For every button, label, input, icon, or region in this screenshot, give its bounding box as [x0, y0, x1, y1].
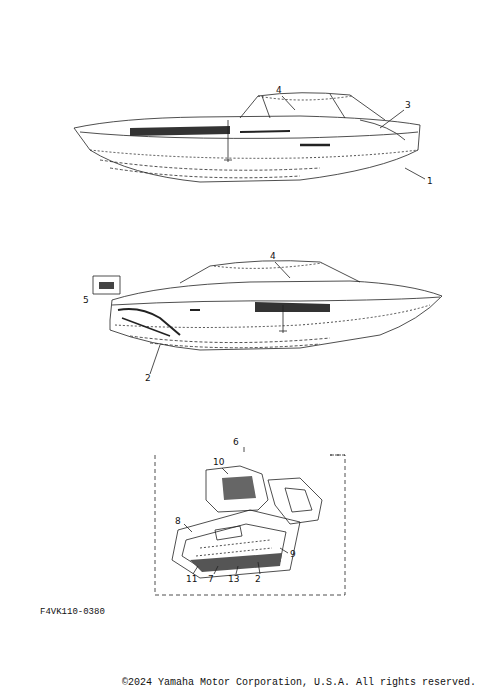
callout-number: 8 [175, 517, 181, 526]
callout-number: 2 [145, 374, 151, 383]
callout-number: 1 [427, 177, 433, 186]
callout-number: 13 [228, 575, 239, 584]
interior-detail [155, 455, 345, 595]
callout-number: 5 [83, 296, 89, 305]
callout-number: 10 [213, 458, 224, 467]
callout-number: 3 [405, 101, 411, 110]
boat-side-view [93, 261, 442, 350]
figure-code: F4VK110-0380 [40, 608, 105, 617]
callout-number: 9 [290, 550, 296, 559]
copyright-notice: ©2024 Yamaha Motor Corporation, U.S.A. A… [122, 678, 476, 688]
leader-lines [150, 96, 425, 574]
callout-number: 2 [255, 575, 261, 584]
callout-number: 7 [208, 575, 214, 584]
boat-top-view [74, 93, 420, 182]
callout-number: 11 [186, 575, 197, 584]
callout-number: 4 [270, 252, 276, 261]
callout-number: 6 [233, 438, 239, 447]
callout-number: 4 [276, 86, 282, 95]
